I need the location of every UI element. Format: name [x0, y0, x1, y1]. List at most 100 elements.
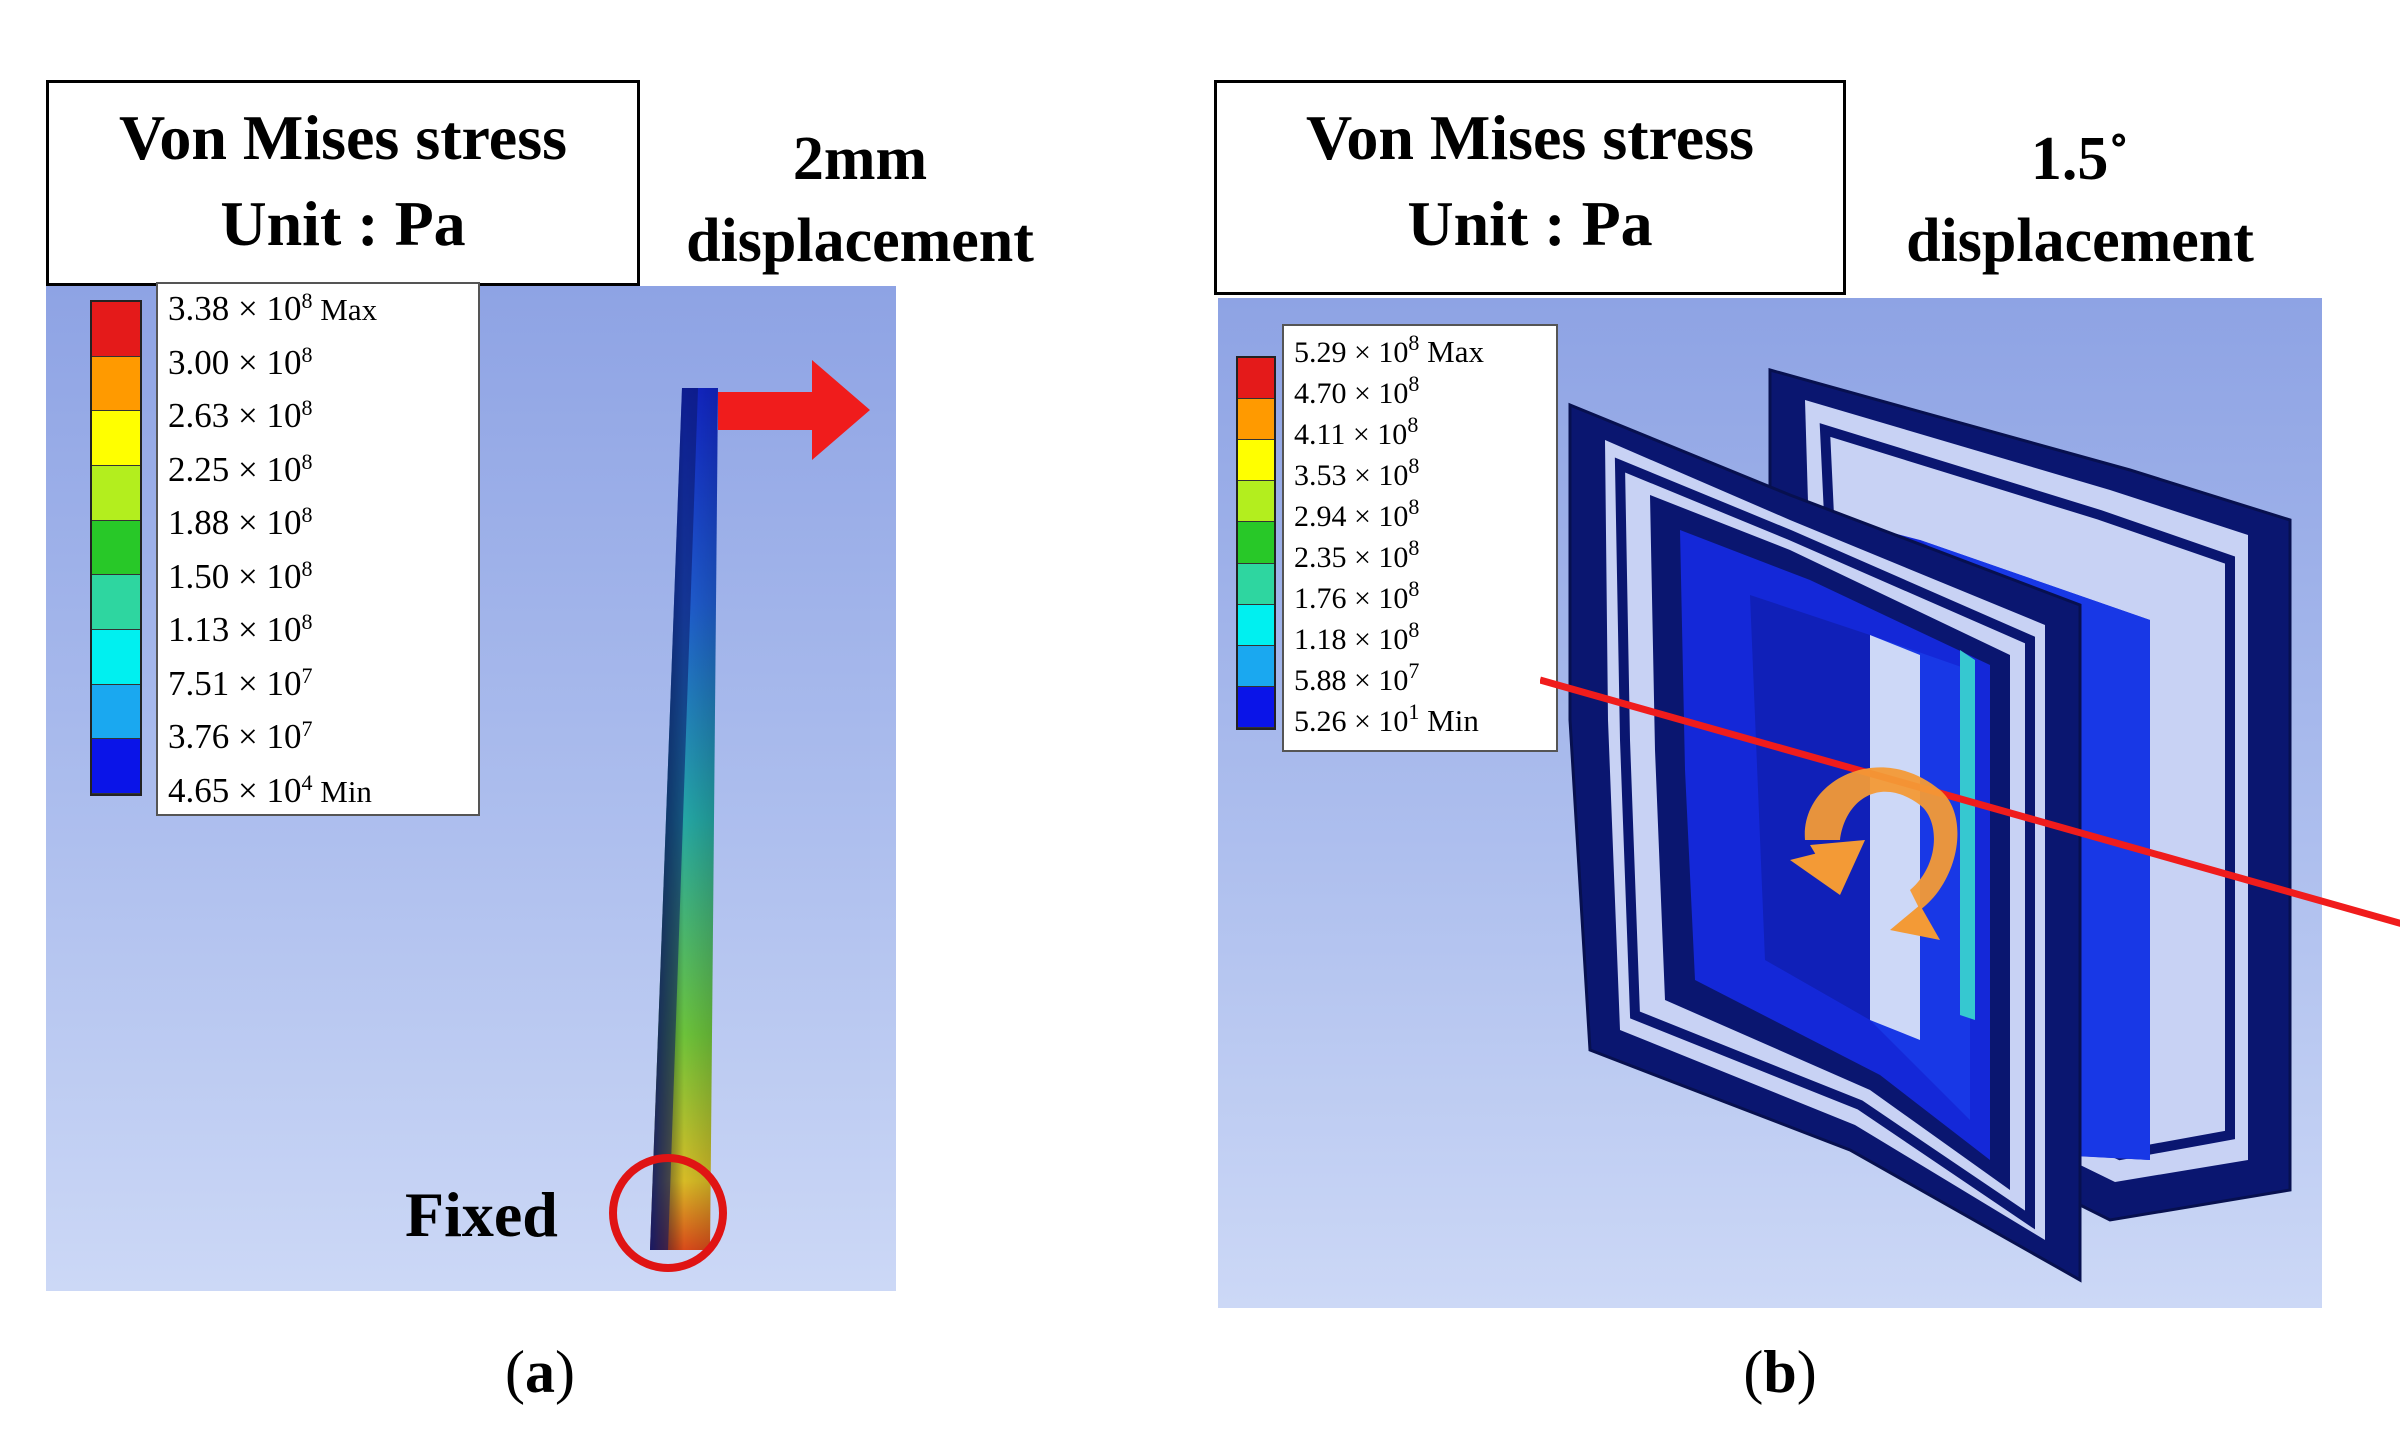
panel-b-gimbal-model	[1540, 368, 2400, 1283]
legend-suffix: Max	[312, 292, 378, 327]
colorbar-swatch	[1238, 645, 1274, 687]
rotation-axis-line	[1540, 676, 2400, 927]
panel-b-title-line1: Von Mises stress	[1305, 102, 1755, 173]
legend-row: 1.13 × 108	[168, 609, 313, 649]
legend-value: 2.63 × 10	[168, 396, 302, 435]
front-frame	[1568, 402, 2082, 1283]
colorbar-swatch	[1238, 399, 1274, 441]
legend-value: 1.76 × 10	[1294, 582, 1409, 615]
legend-value: 5.29 × 10	[1294, 336, 1409, 369]
legend-row: 7.51 × 107	[168, 662, 313, 703]
panel-a-caption-open: (	[505, 1339, 525, 1405]
legend-row: 4.70 × 108	[1294, 373, 1419, 409]
legend-exponent: 7	[1408, 658, 1420, 683]
panel-b-title-line2: Unit : Pa	[1407, 188, 1653, 259]
panel-b-displacement-line2: displacement	[1906, 207, 2254, 275]
legend-value: 7.51 × 10	[168, 663, 302, 703]
legend-row: 3.53 × 108	[1294, 455, 1419, 491]
legend-exponent: 8	[1407, 412, 1419, 437]
panel-a-title-line2: Unit : Pa	[220, 188, 466, 259]
legend-exponent: 8	[1408, 330, 1420, 355]
legend-exponent: 8	[301, 288, 313, 313]
panel-a-title-box: Von Mises stress Unit : Pa	[46, 80, 640, 286]
fixed-support-circle	[609, 1154, 727, 1272]
legend-value: 2.35 × 10	[1294, 541, 1409, 574]
legend-row: 1.88 × 108	[168, 502, 313, 542]
displacement-arrow	[718, 360, 870, 460]
colorbar-swatch	[1238, 440, 1274, 482]
legend-value: 4.70 × 10	[1294, 377, 1409, 410]
legend-value: 1.13 × 10	[168, 610, 302, 649]
panel-b-colorbar	[1236, 356, 1276, 730]
legend-exponent: 8	[1408, 371, 1420, 396]
legend-exponent: 8	[301, 395, 313, 420]
legend-value: 3.00 × 10	[168, 342, 302, 382]
legend-row: 2.35 × 108	[1294, 537, 1419, 573]
legend-value: 3.76 × 10	[168, 717, 302, 756]
legend-row: 1.50 × 108	[168, 555, 313, 594]
legend-row: 5.88 × 107	[1294, 660, 1419, 696]
legend-exponent: 8	[301, 448, 313, 474]
legend-exponent: 7	[301, 662, 313, 688]
colorbar-swatch	[92, 465, 140, 521]
panel-b-title-box: Von Mises stress Unit : Pa	[1214, 80, 1846, 295]
colorbar-swatch	[92, 629, 140, 685]
legend-row: 3.38 × 108 Max	[168, 288, 378, 328]
legend-row: 2.94 × 108	[1294, 496, 1419, 532]
legend-value: 4.11 × 10	[1294, 418, 1408, 451]
legend-exponent: 8	[1408, 576, 1420, 601]
legend-exponent: 8	[1408, 494, 1420, 519]
colorbar-swatch	[92, 411, 140, 466]
legend-exponent: 8	[301, 609, 313, 634]
colorbar-swatch	[92, 356, 140, 412]
legend-value: 4.65 × 10	[168, 770, 302, 810]
colorbar-swatch	[1238, 522, 1274, 564]
legend-suffix: Min	[1419, 703, 1479, 738]
legend-exponent: 8	[1408, 453, 1420, 478]
panel-a-displacement-label: 2mm displacement	[640, 118, 1080, 282]
legend-row: 1.76 × 108	[1294, 578, 1419, 614]
panel-a-caption-close: )	[555, 1339, 575, 1405]
panel-b-caption: (b)	[1720, 1338, 1840, 1407]
legend-row: 5.29 × 108 Max	[1294, 332, 1484, 368]
panel-b-displacement-label: 1.5˚ displacement	[1850, 118, 2310, 282]
legend-exponent: 8	[301, 502, 313, 527]
panel-a-beam-model	[609, 360, 870, 1272]
panel-b-caption-letter: b	[1763, 1339, 1797, 1405]
legend-value: 5.88 × 10	[1294, 664, 1409, 697]
legend-exponent: 8	[301, 555, 313, 581]
legend-row: 4.65 × 104 Min	[168, 769, 372, 810]
legend-value: 2.25 × 10	[168, 449, 302, 489]
legend-value: 1.18 × 10	[1294, 623, 1409, 656]
legend-value: 1.88 × 10	[168, 503, 302, 542]
legend-exponent: 8	[1408, 617, 1420, 642]
legend-row: 3.76 × 107	[168, 717, 313, 756]
rotation-arrow	[1804, 767, 1958, 910]
colorbar-swatch	[1238, 481, 1274, 523]
colorbar-swatch	[92, 684, 140, 740]
colorbar-swatch	[92, 739, 140, 794]
panel-b-displacement-line1: 1.5˚	[2030, 125, 2130, 193]
panel-a-colorbar	[90, 300, 142, 796]
legend-row: 2.25 × 108	[168, 448, 313, 489]
legend-value: 5.26 × 10	[1294, 705, 1409, 738]
legend-value: 3.38 × 10	[168, 289, 302, 328]
colorbar-swatch	[92, 302, 140, 357]
legend-value: 2.94 × 10	[1294, 500, 1409, 533]
panel-a-caption-letter: a	[525, 1339, 555, 1405]
panel-b-caption-open: (	[1743, 1339, 1764, 1405]
panel-a-displacement-line1: 2mm	[792, 125, 928, 193]
colorbar-swatch	[1238, 563, 1274, 605]
legend-exponent: 8	[1408, 535, 1420, 560]
legend-row: 1.18 × 108	[1294, 619, 1419, 655]
colorbar-swatch	[1238, 358, 1274, 400]
colorbar-swatch	[92, 575, 140, 630]
panel-a-displacement-line2: displacement	[686, 207, 1034, 275]
panel-a-title-line1: Von Mises stress	[118, 102, 568, 173]
legend-value: 3.53 × 10	[1294, 459, 1409, 492]
legend-row: 5.26 × 101 Min	[1294, 701, 1479, 737]
legend-exponent: 4	[301, 769, 313, 795]
colorbar-swatch	[1238, 686, 1274, 728]
